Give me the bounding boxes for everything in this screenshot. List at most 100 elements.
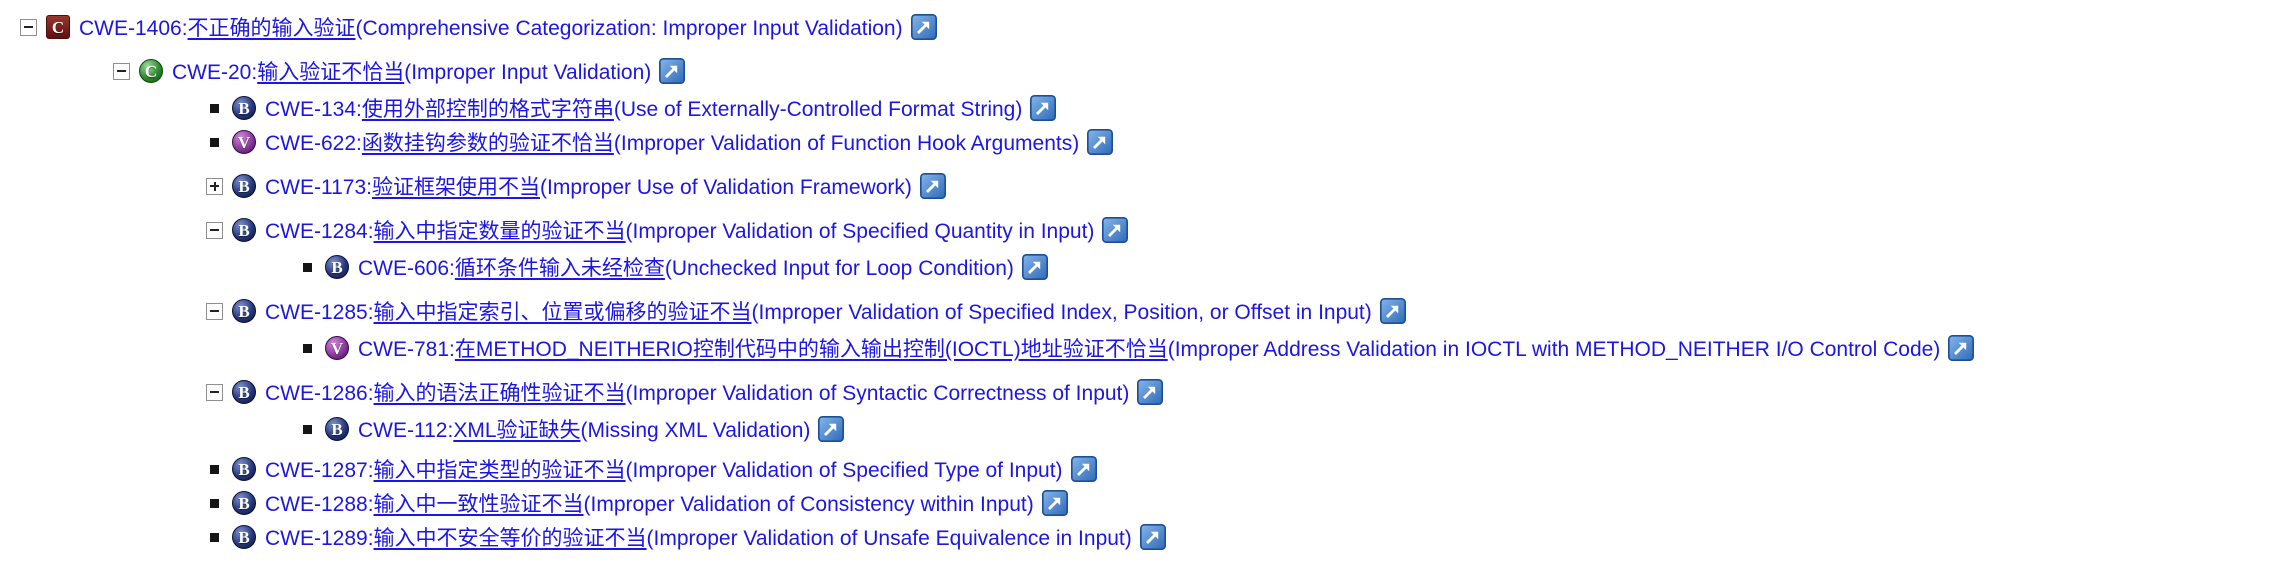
cwe-link[interactable]: CWE-1287:输入中指定类型的验证不当(Improper Validatio… [265, 454, 1063, 484]
cwe-name-en: (Improper Validation of Consistency with… [583, 493, 1034, 516]
tree-row: C CWE-1406:不正确的输入验证(Comprehensive Catego… [20, 10, 2284, 44]
cwe-link[interactable]: CWE-781:在METHOD_NEITHERIO控制代码中的输入输出控制(IO… [358, 333, 1940, 363]
cwe-name-en: (Unchecked Input for Loop Condition) [664, 257, 1014, 280]
tree-row: B CWE-1286:输入的语法正确性验证不当(Improper Validat… [206, 375, 2284, 409]
cwe-link[interactable]: CWE-1285:输入中指定索引、位置或偏移的验证不当(Improper Val… [265, 296, 1372, 326]
external-link-icon[interactable] [1021, 254, 1048, 280]
tree-row: B CWE-1284:输入中指定数量的验证不当(Improper Validat… [206, 213, 2284, 247]
cwe-name-zh: 输入中指定索引、位置或偏移的验证不当 [373, 301, 752, 324]
cwe-name-zh: 输入中指定类型的验证不当 [373, 459, 626, 482]
minus-box-icon[interactable] [206, 221, 223, 239]
cwe-link[interactable]: CWE-1173:验证框架使用不当(Improper Use of Valida… [265, 171, 912, 201]
cwe-variant-badge: V [232, 130, 256, 154]
external-link-icon[interactable] [1041, 490, 1068, 516]
cwe-link[interactable]: CWE-1286:输入的语法正确性验证不当(Improper Validatio… [265, 377, 1129, 407]
square-bullet-icon [206, 461, 223, 478]
cwe-name-zh: 输入中指定数量的验证不当 [373, 220, 626, 243]
minus-box-icon[interactable] [113, 62, 130, 80]
cwe-name-en: (Improper Address Validation in IOCTL wi… [1167, 338, 1941, 361]
cwe-base-badge: B [232, 491, 256, 515]
cwe-base-badge: B [232, 174, 256, 198]
cwe-id: CWE-1286 [265, 382, 368, 405]
cwe-name-zh: XML验证缺失 [453, 419, 581, 442]
plus-box-icon[interactable] [206, 177, 223, 195]
cwe-id: CWE-134 [265, 98, 357, 121]
tree-row: C CWE-20:输入验证不恰当(Improper Input Validati… [113, 54, 2284, 88]
cwe-id: CWE-1173 [265, 176, 367, 199]
tree-row: B CWE-112:XML验证缺失(Missing XML Validation… [299, 412, 2284, 446]
square-bullet-icon [299, 259, 316, 276]
square-bullet-icon [206, 100, 223, 117]
cwe-separator: : [356, 132, 362, 155]
external-link-icon[interactable] [659, 58, 686, 84]
cwe-separator: : [367, 527, 374, 550]
cwe-base-badge: B [232, 218, 256, 242]
cwe-link[interactable]: CWE-1289:输入中不安全等价的验证不当(Improper Validati… [265, 522, 1132, 552]
cwe-name-en: (Improper Validation of Specified Type o… [625, 459, 1063, 482]
external-link-icon[interactable] [1070, 456, 1097, 482]
cwe-name-en: (Use of Externally-Controlled Format Str… [613, 98, 1023, 121]
cwe-link[interactable]: CWE-1406:不正确的输入验证(Comprehensive Categori… [79, 12, 903, 42]
cwe-base-badge: B [232, 96, 256, 120]
cwe-separator: : [356, 98, 362, 121]
external-link-icon[interactable] [1102, 217, 1129, 243]
external-link-icon[interactable] [1379, 298, 1406, 324]
cwe-name-zh: 函数挂钩参数的验证不恰当 [361, 132, 614, 155]
cwe-name-en: (Improper Validation of Unsafe Equivalen… [646, 527, 1132, 550]
cwe-link[interactable]: CWE-606:循环条件输入未经检查(Unchecked Input for L… [358, 252, 1014, 282]
cwe-id: CWE-1406 [79, 17, 182, 40]
cwe-name-zh: 循环条件输入未经检查 [454, 257, 665, 280]
tree-row: B CWE-1289:输入中不安全等价的验证不当(Improper Valida… [206, 520, 2284, 554]
cwe-name-en: (Comprehensive Categorization: Improper … [355, 17, 903, 40]
cwe-separator: : [367, 220, 374, 243]
cwe-name-en: (Improper Validation of Syntactic Correc… [625, 382, 1130, 405]
cwe-link[interactable]: CWE-1284:输入中指定数量的验证不当(Improper Validatio… [265, 215, 1094, 245]
cwe-id: CWE-20 [172, 61, 252, 84]
cwe-id: CWE-622 [265, 132, 357, 155]
cwe-separator: : [367, 459, 374, 482]
cwe-category-badge: C [46, 15, 70, 39]
cwe-separator: : [367, 301, 374, 324]
cwe-link[interactable]: CWE-1288:输入中一致性验证不当(Improper Validation … [265, 488, 1034, 518]
minus-box-icon[interactable] [206, 302, 223, 320]
cwe-name-en: (Improper Validation of Specified Quanti… [625, 220, 1095, 243]
external-link-icon[interactable] [1137, 379, 1164, 405]
cwe-separator: : [367, 382, 374, 405]
tree-row: B CWE-1287:输入中指定类型的验证不当(Improper Validat… [206, 452, 2284, 486]
external-link-icon[interactable] [1087, 129, 1114, 155]
cwe-id: CWE-1287 [265, 459, 368, 482]
square-bullet-icon [206, 134, 223, 151]
cwe-base-badge: B [232, 525, 256, 549]
external-link-icon[interactable] [919, 173, 946, 199]
cwe-link[interactable]: CWE-20:输入验证不恰当(Improper Input Validation… [172, 56, 651, 86]
cwe-id: CWE-1284 [265, 220, 368, 243]
cwe-link[interactable]: CWE-622:函数挂钩参数的验证不恰当(Improper Validation… [265, 127, 1079, 157]
external-link-icon[interactable] [1139, 524, 1166, 550]
cwe-base-badge: B [325, 255, 349, 279]
minus-box-icon[interactable] [206, 383, 223, 401]
external-link-icon[interactable] [1948, 335, 1975, 361]
cwe-id: CWE-1288 [265, 493, 368, 516]
tree-row: B CWE-1285:输入中指定索引、位置或偏移的验证不当(Improper V… [206, 294, 2284, 328]
cwe-id: CWE-781 [358, 338, 450, 361]
square-bullet-icon [299, 421, 316, 438]
square-bullet-icon [206, 495, 223, 512]
cwe-name-zh: 输入的语法正确性验证不当 [373, 382, 626, 405]
external-link-icon[interactable] [910, 14, 937, 40]
square-bullet-icon [206, 529, 223, 546]
cwe-id: CWE-606 [358, 257, 450, 280]
cwe-name-zh: 输入中不安全等价的验证不当 [373, 527, 647, 550]
cwe-separator: : [449, 338, 455, 361]
tree-row: V CWE-781:在METHOD_NEITHERIO控制代码中的输入输出控制(… [299, 331, 2284, 365]
cwe-id: CWE-112 [358, 419, 448, 442]
minus-box-icon[interactable] [20, 18, 37, 36]
cwe-separator: : [366, 176, 372, 199]
cwe-base-badge: B [232, 457, 256, 481]
tree-row: V CWE-622:函数挂钩参数的验证不恰当(Improper Validati… [206, 125, 2284, 159]
external-link-icon[interactable] [818, 416, 845, 442]
cwe-link[interactable]: CWE-134:使用外部控制的格式字符串(Use of Externally-C… [265, 93, 1022, 123]
cwe-variant-badge: V [325, 336, 349, 360]
cwe-name-en: (Missing XML Validation) [580, 419, 811, 442]
external-link-icon[interactable] [1030, 95, 1057, 121]
cwe-link[interactable]: CWE-112:XML验证缺失(Missing XML Validation) [358, 414, 810, 444]
